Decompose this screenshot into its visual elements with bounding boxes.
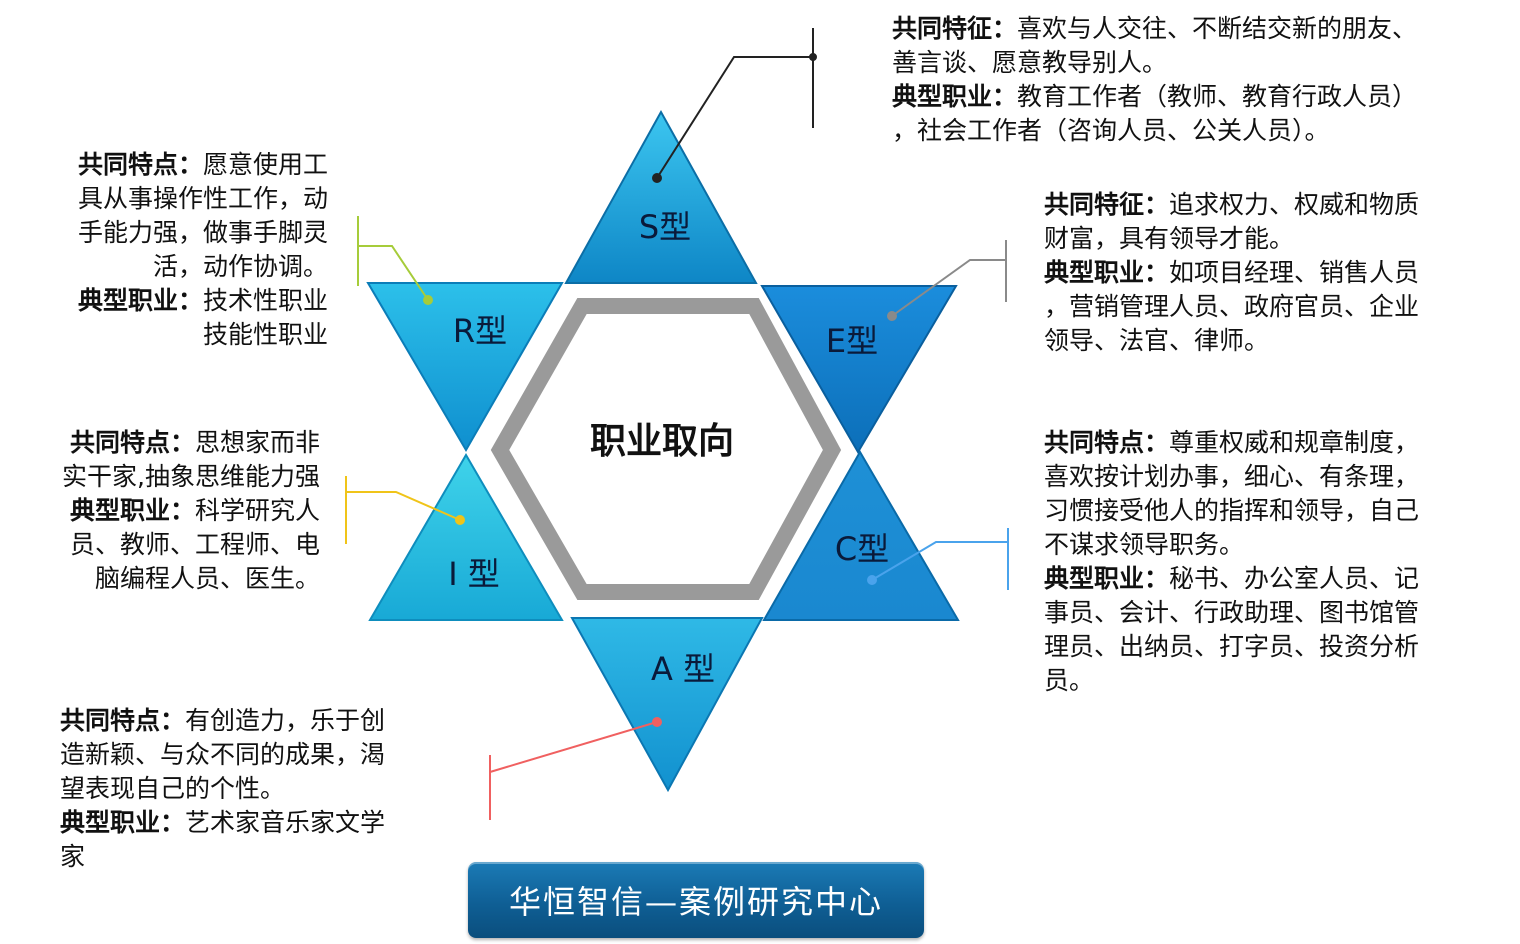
description-line: 领导、法官、律师。 <box>1044 326 1270 355</box>
description-line: 共同特点：愿意使用工 <box>77 150 328 179</box>
description-line: 造新颖、与众不同的成果，渴 <box>60 740 386 769</box>
description-line: 事员、会计、行政助理、图书馆管 <box>1044 598 1420 627</box>
connector-e <box>887 240 1007 321</box>
description-line: 员、教师、工程师、电 <box>69 530 320 559</box>
description-e: 共同特征：追求权力、权威和物质 财富，具有领导才能。 典型职业：如项目经理、销售… <box>1044 188 1419 358</box>
triangle-s <box>564 109 758 284</box>
triangle-a <box>570 617 764 793</box>
center-title: 职业取向 <box>590 421 734 462</box>
description-line: 脑编程人员、医生。 <box>94 564 320 593</box>
description-line: 典型职业：秘书、办公室人员、记 <box>1044 564 1420 593</box>
description-line: 技能性职业 <box>202 320 328 349</box>
description-line: 典型职业：如项目经理、销售人员 <box>1044 258 1420 287</box>
description-line: 共同特点：有创造力，乐于创 <box>60 706 386 735</box>
description-line: 员。 <box>1044 666 1095 695</box>
connector-a <box>489 717 662 820</box>
description-line: 活，动作协调。 <box>152 252 328 281</box>
description-line: 手能力强，做事手脚灵 <box>77 218 328 247</box>
label-c-type: C型 <box>835 530 889 568</box>
description-line: ，社会工作者（咨询人员、公关人员）。 <box>892 116 1330 145</box>
description-line: 善言谈、愿意教导别人。 <box>892 48 1168 77</box>
triangle-r <box>366 282 564 452</box>
label-s-type: S型 <box>639 208 691 246</box>
description-line: 不谋求领导职务。 <box>1044 530 1245 559</box>
connector-r <box>357 216 433 305</box>
label-r-type: R型 <box>453 312 507 350</box>
description-line: 典型职业：教育工作者（教师、教育行政人员） <box>892 82 1418 111</box>
description-a: 共同特点：有创造力，乐于创 造新颖、与众不同的成果，渴 望表现自己的个性。 典型… <box>60 704 385 874</box>
label-e-type: E型 <box>826 322 878 360</box>
footer-banner: 华恒智信—案例研究中心 <box>468 862 924 938</box>
description-c: 共同特点：尊重权威和规章制度， 喜欢按计划办事，细心、有条理， 习惯接受他人的指… <box>1044 426 1419 698</box>
description-line: 典型职业：技术性职业 <box>77 286 328 315</box>
description-line: 财富，具有领导才能。 <box>1044 224 1295 253</box>
connector-s <box>652 28 817 183</box>
description-line: 共同特点：尊重权威和规章制度， <box>1044 428 1420 457</box>
connector-i <box>345 476 465 544</box>
description-line: 具从事操作性工作，动 <box>77 184 328 213</box>
triangle-i <box>368 453 564 621</box>
center-hexagon-frame <box>490 298 842 600</box>
description-line: 实干家,抽象思维能力强 <box>62 462 320 491</box>
footer-label: 华恒智信—案例研究中心 <box>508 883 883 921</box>
description-line: 喜欢按计划办事，细心、有条理， <box>1044 462 1420 491</box>
description-line: 典型职业：科学研究人 <box>69 496 320 525</box>
description-line: 共同特征：喜欢与人交往、不断结交新的朋友、 <box>892 14 1418 43</box>
description-line: 习惯接受他人的指挥和领导，自己 <box>1044 496 1420 525</box>
description-line: 共同特征：追求权力、权威和物质 <box>1044 190 1420 219</box>
label-a-type: A 型 <box>651 650 715 688</box>
description-line: 家 <box>60 842 86 871</box>
label-i-type: I 型 <box>448 555 500 593</box>
description-r: 共同特点：愿意使用工 具从事操作性工作，动 手能力强，做事手脚灵 活，动作协调。… <box>36 148 328 352</box>
triangle-e <box>760 285 958 454</box>
description-line: 望表现自己的个性。 <box>60 774 286 803</box>
description-s: 共同特征：喜欢与人交往、不断结交新的朋友、 善言谈、愿意教导别人。 典型职业：教… <box>892 12 1417 148</box>
description-line: 共同特点：思想家而非 <box>69 428 320 457</box>
description-line: 理员、出纳员、打字员、投资分析 <box>1044 632 1420 661</box>
description-line: ，营销管理人员、政府官员、企业 <box>1044 292 1420 321</box>
triangle-c <box>762 450 960 621</box>
center-hexagon-bg <box>485 294 847 606</box>
description-line: 典型职业：艺术家音乐家文学 <box>60 808 386 837</box>
connector-c <box>867 528 1009 590</box>
description-i: 共同特点：思想家而非 实干家,抽象思维能力强 典型职业：科学研究人 员、教师、工… <box>14 426 320 596</box>
